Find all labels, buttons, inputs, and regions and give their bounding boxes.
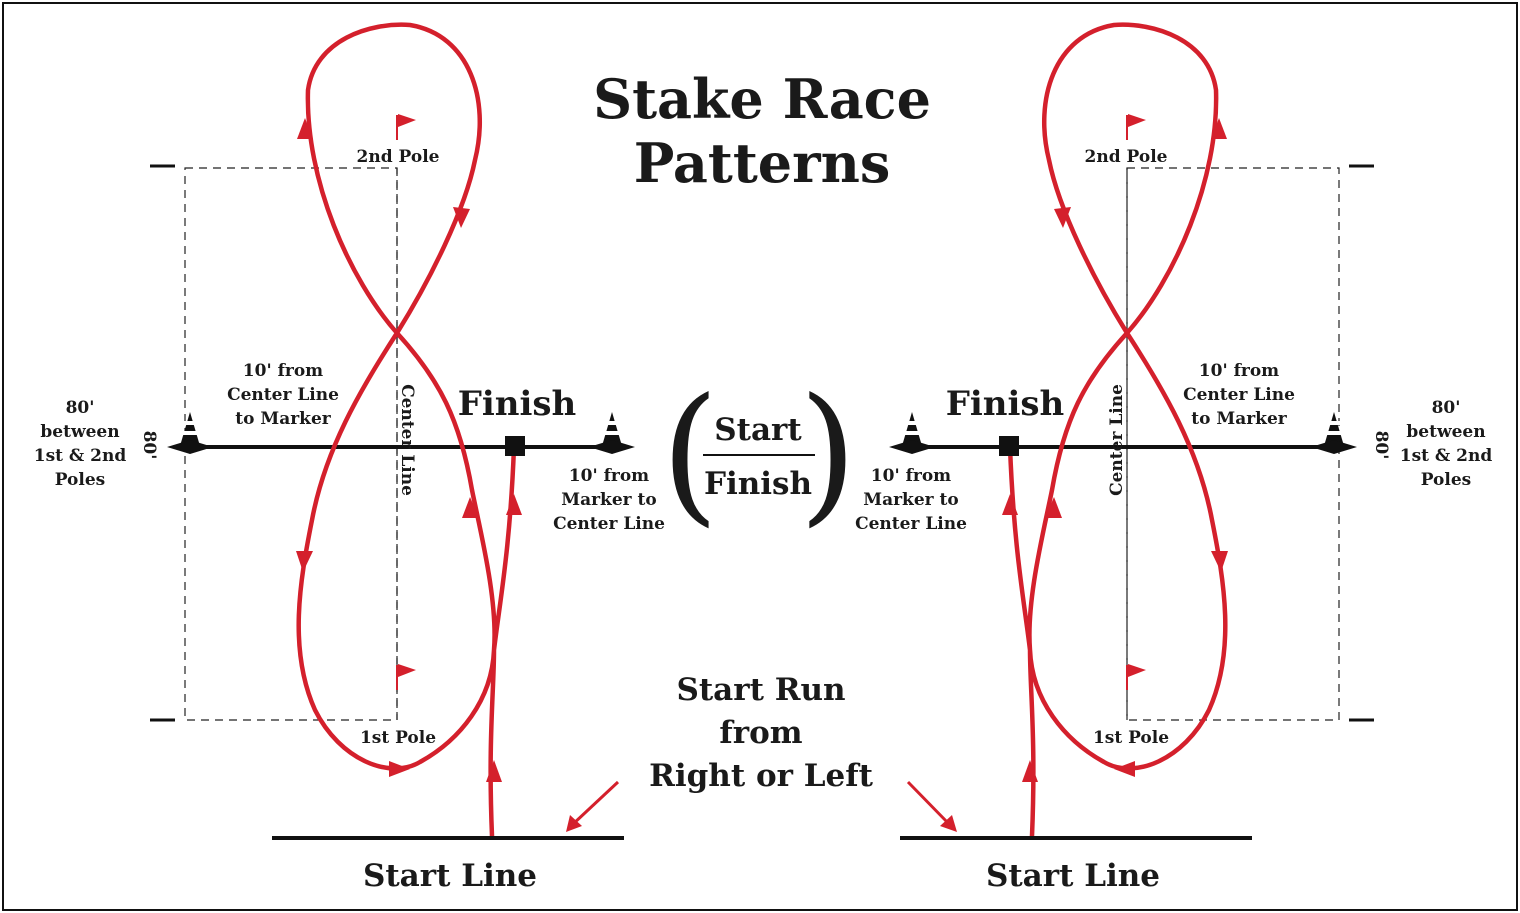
right-marker-note-1: 10' from bbox=[1199, 361, 1279, 381]
right-start-line-label: Start Line bbox=[986, 858, 1160, 894]
arrow-to-left-start bbox=[570, 780, 620, 827]
right-pattern: 2nd Pole 1st Pole Center Line Finish 10'… bbox=[855, 22, 1493, 894]
right-dashed-box bbox=[1126, 167, 1340, 721]
left-marker-note-1: 10' from bbox=[243, 361, 323, 381]
left-race-path bbox=[296, 22, 517, 839]
right-center-line-label: Center Line bbox=[1107, 384, 1127, 496]
right-center-note-2: Marker to bbox=[863, 490, 958, 510]
right-distance-note-2: between bbox=[1406, 422, 1485, 442]
right-path-arrow-7 bbox=[1002, 494, 1018, 515]
title-line-2: Patterns bbox=[634, 131, 891, 195]
start-run-note: Start Run from Right or Left bbox=[566, 672, 957, 832]
right-path-arrow-2 bbox=[1045, 497, 1062, 518]
title-line-1: Stake Race bbox=[593, 67, 931, 131]
right-second-pole-label: 2nd Pole bbox=[1085, 147, 1168, 167]
left-pattern: 2nd Pole 1st Pole Center Line Finish 10'… bbox=[34, 22, 665, 894]
right-path-arrow-4 bbox=[1054, 207, 1071, 228]
left-path-arrow-2 bbox=[462, 497, 479, 518]
left-path-arrow-6 bbox=[389, 761, 410, 777]
right-center-note-3: Center Line bbox=[855, 514, 967, 534]
right-path-arrow-1 bbox=[1022, 760, 1038, 782]
left-second-pole-flag bbox=[396, 114, 416, 140]
start-run-line-3: Right or Left bbox=[649, 758, 874, 794]
arrow-head-right-start bbox=[940, 815, 957, 832]
left-marker-note-2: Center Line bbox=[227, 385, 339, 405]
right-first-pole-flag bbox=[1126, 664, 1146, 690]
right-second-pole-flag bbox=[1126, 114, 1146, 140]
left-path-arrow-5 bbox=[296, 551, 313, 572]
left-start-line-label: Start Line bbox=[363, 858, 537, 894]
left-distance-note-4: Poles bbox=[55, 470, 106, 490]
right-marker-note-3: to Marker bbox=[1191, 409, 1287, 429]
right-center-note-1: 10' from bbox=[871, 466, 951, 486]
left-path-arrow-4 bbox=[453, 207, 470, 228]
right-race-path bbox=[1007, 22, 1228, 839]
right-finish-marker bbox=[999, 436, 1019, 456]
left-finish-marker bbox=[505, 436, 525, 456]
left-center-note-3: Center Line bbox=[553, 514, 665, 534]
left-path-arrow-1 bbox=[486, 760, 502, 782]
left-cone-outer bbox=[167, 412, 213, 454]
left-center-note-1: 10' from bbox=[569, 466, 649, 486]
right-distance-note-1: 80' bbox=[1432, 398, 1461, 418]
right-finish-label: Finish bbox=[946, 384, 1065, 424]
right-cone-inner bbox=[889, 412, 935, 454]
left-path-arrow-3 bbox=[297, 118, 313, 139]
right-distance-note-4: Poles bbox=[1421, 470, 1472, 490]
left-center-line-label: Center Line bbox=[397, 384, 417, 496]
right-marker-note-2: Center Line bbox=[1183, 385, 1295, 405]
left-marker-note-3: to Marker bbox=[235, 409, 331, 429]
left-finish-label: Finish bbox=[458, 384, 577, 424]
left-distance-note-1: 80' bbox=[66, 398, 95, 418]
start-run-line-1: Start Run bbox=[676, 672, 845, 708]
left-cone-inner bbox=[589, 412, 635, 454]
right-distance-note-3: 1st & 2nd bbox=[1400, 446, 1493, 466]
right-cone-outer bbox=[1311, 412, 1357, 454]
left-first-pole-flag bbox=[396, 664, 416, 690]
right-first-pole-label: 1st Pole bbox=[1093, 728, 1169, 748]
arrow-head-left-start bbox=[566, 815, 582, 832]
right-path-arrow-6 bbox=[1114, 761, 1135, 777]
left-second-pole-label: 2nd Pole bbox=[357, 147, 440, 167]
arrow-to-right-start bbox=[906, 780, 952, 827]
start-run-line-2: from bbox=[719, 715, 802, 751]
right-path-arrow-5 bbox=[1211, 551, 1228, 572]
left-path-arrow-7 bbox=[506, 494, 522, 515]
left-distance-note-3: 1st & 2nd bbox=[34, 446, 127, 466]
left-dashed-box bbox=[184, 167, 398, 721]
fraction-denominator: Finish bbox=[704, 466, 812, 502]
left-first-pole-label: 1st Pole bbox=[360, 728, 436, 748]
left-distance-note-2: between bbox=[40, 422, 119, 442]
right-dim-label: 80' bbox=[1371, 431, 1391, 460]
left-center-note-2: Marker to bbox=[561, 490, 656, 510]
fraction-numerator: Start bbox=[714, 412, 802, 448]
start-finish-fraction: ( ) Start Finish bbox=[661, 367, 858, 541]
left-dim-label: 80' bbox=[139, 431, 159, 460]
right-path-arrow-3 bbox=[1211, 118, 1227, 139]
